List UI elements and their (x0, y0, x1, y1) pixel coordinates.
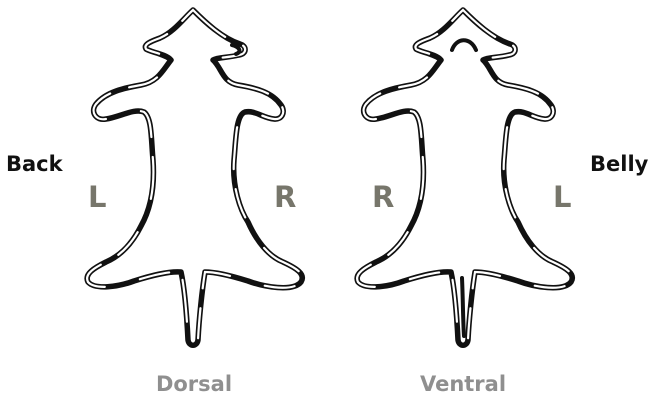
back-label: Back (6, 152, 64, 176)
dorsal-hide (87, 10, 302, 345)
ventral-tail-detail (462, 278, 464, 336)
belly-label: Belly (590, 152, 649, 176)
dorsal-hide-outline (87, 10, 302, 345)
dorsal-caption: Dorsal (156, 372, 232, 396)
ventral-hide-outline (357, 10, 572, 345)
dorsal-left-marker: L (88, 180, 106, 214)
ventral-hide (357, 10, 572, 345)
dorsal-right-marker: R (274, 180, 296, 214)
ventral-right-marker: L (553, 180, 571, 214)
ventral-caption: Ventral (420, 372, 506, 396)
ventral-left-marker: R (372, 180, 394, 214)
